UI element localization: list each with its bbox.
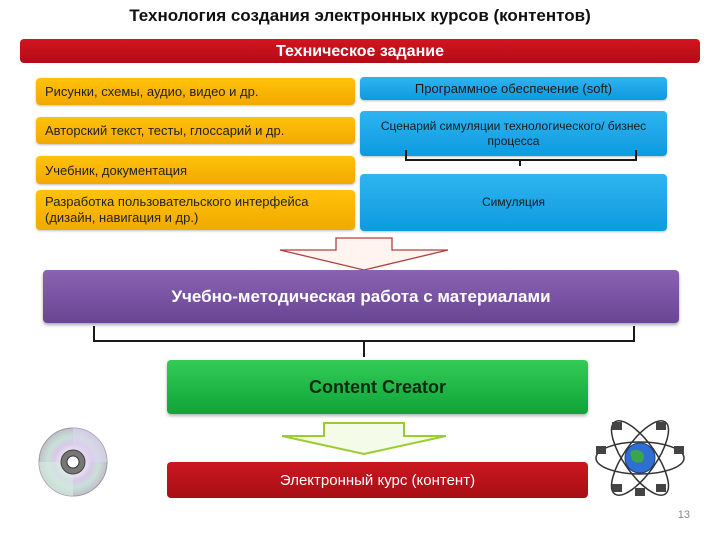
network-globe-icon (595, 420, 685, 496)
content-creator-label: Content Creator (308, 376, 446, 397)
left-item-label: Разработка пользовательского интерфейса … (45, 194, 309, 225)
methodical-work-box: Учебно-методическая работа с материалами (43, 270, 679, 323)
simulation-label: Симуляция (481, 195, 546, 209)
content-creator-box: Content Creator (167, 360, 588, 414)
software-label: Программное обеспечение (soft) (414, 81, 613, 96)
e-course-box: Электронный курс (контент) (167, 462, 588, 498)
technical-task-bar: Техническое задание (20, 39, 700, 63)
simulation-box: Симуляция (360, 174, 667, 231)
left-item-label: Учебник, документация (45, 162, 188, 178)
software-box: Программное обеспечение (soft) (360, 77, 667, 100)
page-title: Технология создания электронных курсов (… (129, 6, 591, 25)
e-course-label: Электронный курс (контент) (279, 471, 476, 489)
scenario-box: Сценарий симуляции технологического/ биз… (360, 111, 667, 156)
page-number: 13 (677, 509, 690, 521)
left-item-author-text: Авторский текст, тесты, глоссарий и др. (36, 117, 355, 144)
scenario-label: Сценарий симуляции технологического/ биз… (380, 118, 647, 148)
cd-disc-icon (38, 427, 108, 497)
left-item-media: Рисунки, схемы, аудио, видео и др. (36, 78, 355, 105)
methodical-work-label: Учебно-методическая работа с материалами (171, 286, 551, 306)
left-item-label: Рисунки, схемы, аудио, видео и др. (45, 84, 259, 99)
left-item-textbook: Учебник, документация (36, 156, 355, 184)
left-item-ui-development: Разработка пользовательского интерфейса … (36, 190, 355, 230)
left-item-label: Авторский текст, тесты, глоссарий и др. (45, 123, 285, 138)
